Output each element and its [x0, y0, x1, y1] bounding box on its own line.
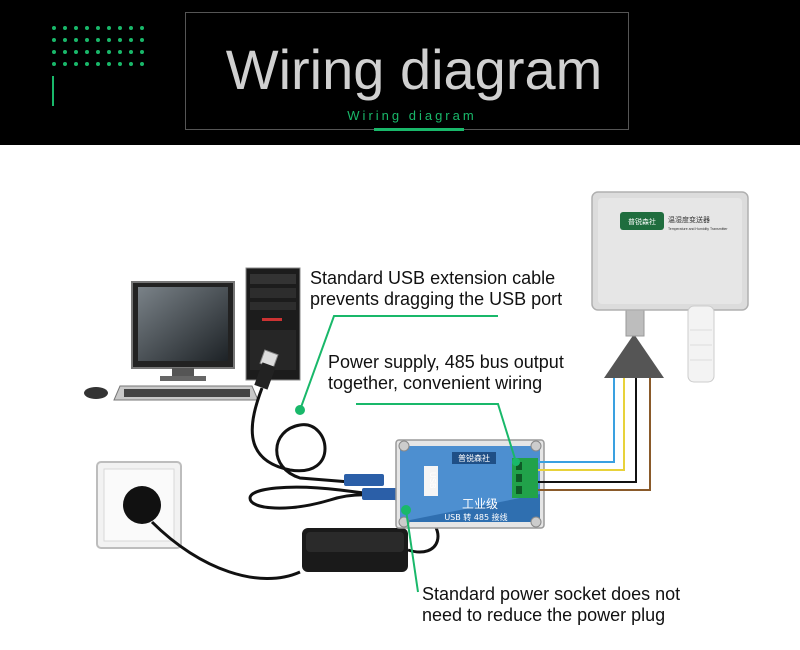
leader-line-socket [405, 509, 419, 593]
callout-power-bus-line1: Power supply, 485 bus output [328, 352, 564, 372]
dot [63, 62, 67, 66]
dot [63, 38, 67, 42]
leader-line-usb [299, 315, 498, 411]
dot [74, 50, 78, 54]
dot [118, 62, 122, 66]
usb-plug-icon [254, 349, 279, 390]
dot [74, 38, 78, 42]
dot [140, 50, 144, 54]
callout-power-socket: Standard power socket does not need to r… [422, 584, 680, 626]
dot [74, 26, 78, 30]
dot [96, 38, 100, 42]
dot [52, 50, 56, 54]
page-subtitle: Wiring diagram [347, 108, 477, 123]
leader-dot-power [512, 458, 520, 466]
power-socket-icon [96, 461, 182, 549]
dot [96, 50, 100, 54]
converter-model: USB 转 485 接线 [444, 512, 507, 522]
dot [63, 50, 67, 54]
callout-power-bus-line2: together, convenient wiring [328, 373, 543, 393]
usb-485-converter [395, 439, 545, 529]
converter-usb-label: USB [428, 472, 437, 488]
dot [129, 50, 133, 54]
dot [107, 38, 111, 42]
callout-power-socket-line2: need to reduce the power plug [422, 605, 666, 625]
dot [140, 26, 144, 30]
leader-dot-socket [401, 505, 411, 515]
power-adapter-icon [302, 528, 408, 572]
page-title: Wiring diagram [225, 38, 603, 101]
dot [129, 62, 133, 66]
dot [129, 26, 133, 30]
leader-dot-usb [295, 405, 305, 415]
mouse-icon [84, 387, 108, 399]
callout-power-bus: Power supply, 485 bus output together, c… [328, 352, 564, 394]
dot [85, 26, 89, 30]
dot [96, 62, 100, 66]
dot [118, 50, 122, 54]
dot [85, 50, 89, 54]
dot [74, 62, 78, 66]
dot [107, 50, 111, 54]
dot [85, 38, 89, 42]
leader-line-power [356, 403, 517, 463]
dot [52, 62, 56, 66]
converter-grade: 工业级 [462, 497, 498, 511]
callout-usb-cable-line1: Standard USB extension cable [310, 268, 556, 288]
usb-extension-cable [250, 387, 351, 484]
dot [118, 38, 122, 42]
monitor-icon [131, 281, 235, 381]
dot [107, 62, 111, 66]
subtitle-underline [374, 128, 464, 131]
header-banner: Wiring diagram Wiring diagram [0, 0, 800, 145]
wire-black [538, 376, 637, 483]
dc-connector-icon [362, 488, 398, 500]
wire-brown [538, 376, 651, 491]
sensor-subtitle: Temperature and Humidity Transmitter [668, 227, 728, 231]
wiring-diagram: 普锐森社 USB 工业级 USB 转 485 接线 普锐森社 温湿度变送器 Te… [84, 191, 749, 593]
dot [96, 26, 100, 30]
sensor-brand: 普锐森社 [628, 217, 656, 226]
dot [140, 38, 144, 42]
converter-brand: 普锐森社 [458, 453, 490, 463]
callout-power-socket-line1: Standard power socket does not [422, 584, 681, 604]
dot [140, 62, 144, 66]
mains-cable [150, 520, 301, 580]
callout-usb-cable-line2: prevents dragging the USB port [310, 289, 563, 309]
keyboard-icon [113, 385, 259, 401]
dc-power-cable [248, 485, 440, 554]
temperature-humidity-sensor [591, 191, 749, 383]
dot-grid-decoration [52, 26, 150, 72]
dot [63, 26, 67, 30]
dot [85, 62, 89, 66]
dot [52, 26, 56, 30]
dot [52, 38, 56, 42]
dot [118, 26, 122, 30]
cable-gland-icon [604, 334, 664, 378]
wire-blue [538, 376, 615, 463]
accent-line [52, 76, 54, 106]
dot [129, 38, 133, 42]
sensor-name: 温湿度变送器 [668, 215, 710, 224]
callout-usb-cable: Standard USB extension cable prevents dr… [310, 268, 562, 310]
wire-yellow [538, 376, 625, 471]
dot [107, 26, 111, 30]
usb-connector-icon [344, 474, 384, 486]
